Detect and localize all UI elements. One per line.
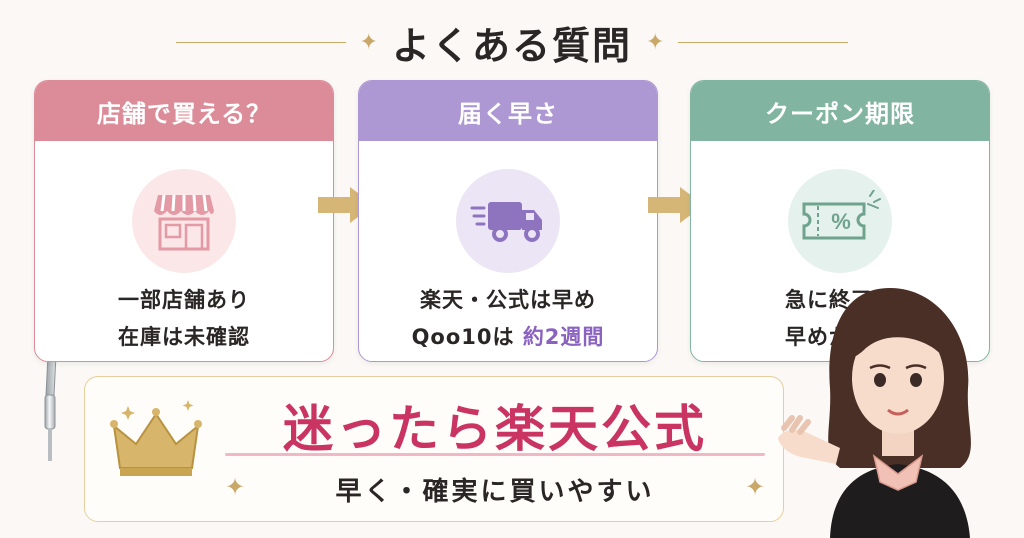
- highlight-text: 約2週間: [522, 325, 605, 349]
- header-rule-left: [175, 41, 346, 43]
- banner-underline: [225, 453, 765, 456]
- card-line-2: Qoo10は 約2週間: [359, 321, 657, 351]
- card-title: クーポン期限: [691, 81, 989, 141]
- card-title: 店舗で買える？: [35, 81, 333, 141]
- woman-illustration: [778, 288, 971, 538]
- coupon-ticket-icon: %: [788, 169, 892, 273]
- banner-headline: 迷ったら楽天公式: [283, 400, 707, 458]
- sparkle-icon: ✦: [646, 29, 665, 55]
- sparkle-icon: ✦: [745, 473, 766, 501]
- page-header: ✦ よくある質問 ✦: [0, 14, 1024, 70]
- header-rule-right: [678, 41, 849, 43]
- sparkle-icon: ✦: [359, 29, 378, 55]
- card-title: 届く早さ: [359, 81, 657, 141]
- sparkle-icon: ✦: [225, 473, 246, 501]
- card-line-1: 楽天・公式は早め: [420, 288, 596, 312]
- svg-text:%: %: [831, 209, 851, 234]
- faq-card-store: 店舗で買える？ 一部店舗あり 在庫は未確認: [34, 80, 334, 362]
- faq-card-shipping: 届く早さ 楽天・公式は早め Qoo10は 約2週間: [358, 80, 658, 362]
- conclusion-banner: 迷ったら楽天公式 ✦ 早く・確実に買いやすい ✦: [84, 376, 784, 522]
- delivery-truck-icon: [456, 169, 560, 273]
- card-line-1: 一部店舗あり: [118, 288, 250, 312]
- storefront-icon: [132, 169, 236, 273]
- page-title: よくある質問: [391, 23, 632, 68]
- line-prefix: Qoo10は: [411, 325, 523, 349]
- crown-icon: [110, 400, 202, 476]
- banner-subtext: 早く・確実に買いやすい: [335, 477, 655, 507]
- card-line-2: 在庫は未確認: [118, 325, 250, 349]
